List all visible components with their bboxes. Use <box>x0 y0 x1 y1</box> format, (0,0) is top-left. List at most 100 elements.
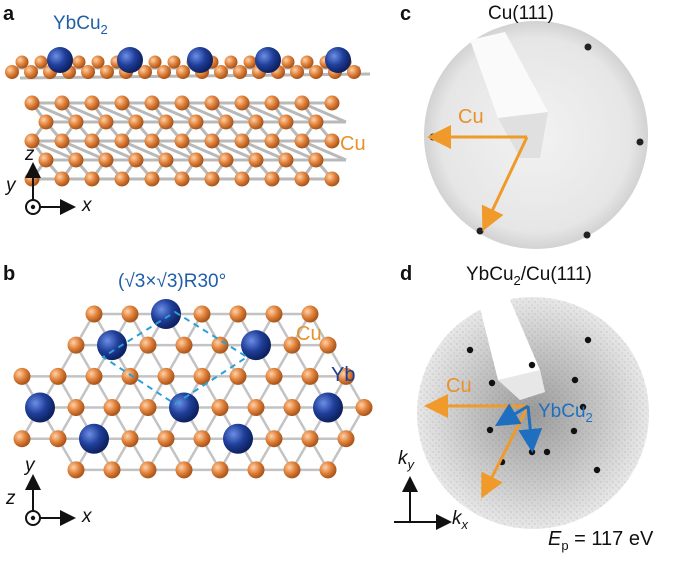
cu-atom <box>55 96 70 111</box>
title-d-main: YbCu <box>466 264 514 285</box>
cu-atom <box>205 134 220 149</box>
diffraction-spot <box>477 228 484 235</box>
cu-atom <box>266 368 283 385</box>
cu-atom <box>39 153 54 168</box>
cu-atom <box>68 399 85 416</box>
yb-atom <box>223 424 253 454</box>
cu-atom <box>235 134 250 149</box>
yb-atom <box>117 47 143 73</box>
k-x-sub: x <box>462 517 469 532</box>
cu-label-b: Cu <box>296 323 322 346</box>
cu-atom <box>104 461 121 478</box>
cu-atom <box>145 96 160 111</box>
cu-atom <box>309 115 324 130</box>
cu-atom <box>129 153 144 168</box>
cu-atom <box>325 172 340 187</box>
cu-atom <box>325 96 340 111</box>
cu-atom <box>212 399 229 416</box>
cu-atom <box>266 306 283 323</box>
cu-atom <box>279 153 294 168</box>
cu-atom <box>68 337 85 354</box>
cu-atom <box>205 96 220 111</box>
film-arrow-sub: 2 <box>586 410 593 425</box>
diffraction-spot <box>467 347 473 353</box>
cu-atom <box>104 399 121 416</box>
cu-atom <box>175 96 190 111</box>
cu-atom <box>194 368 211 385</box>
yb-atom <box>25 393 55 423</box>
cu-atom <box>265 134 280 149</box>
cu-atom <box>85 134 100 149</box>
cu-atom <box>302 430 319 447</box>
cu-atom <box>157 65 171 79</box>
cu-atom <box>140 337 157 354</box>
film-arrow-text: YbCu <box>538 401 586 422</box>
cu-atom <box>225 56 238 69</box>
cu-atom <box>92 56 105 69</box>
cu-atom <box>282 56 295 69</box>
cu-atom <box>168 56 181 69</box>
k-x-text: k <box>452 508 462 529</box>
k-y-sub: y <box>408 457 415 472</box>
axis-z-a: z <box>25 144 35 166</box>
cu-atom <box>14 430 31 447</box>
cu-atom <box>55 134 70 149</box>
cu-atom <box>189 153 204 168</box>
cu-atom <box>81 65 95 79</box>
cu-atom <box>149 56 162 69</box>
title-d-rest: /Cu(111) <box>521 264 592 285</box>
cu-atom <box>301 56 314 69</box>
film-label-a: YbCu2 <box>53 13 108 37</box>
diffraction-spot <box>571 428 577 434</box>
cu-atom <box>233 65 247 79</box>
axis-x-b: x <box>82 506 92 528</box>
cu-atom <box>219 115 234 130</box>
cu-atom <box>265 172 280 187</box>
cu-atom <box>230 368 247 385</box>
cu-atom <box>86 306 103 323</box>
cu-atom <box>175 172 190 187</box>
cu-atom <box>50 430 67 447</box>
film-label-sub: 2 <box>101 22 108 37</box>
yb-atom <box>313 393 343 423</box>
title-d-sub: 2 <box>514 273 521 288</box>
leed-pattern-c <box>424 21 648 249</box>
cu-atom <box>347 65 361 79</box>
cu-atom <box>194 430 211 447</box>
yb-atom <box>255 47 281 73</box>
k-y-text: k <box>398 448 408 469</box>
cu-atom <box>73 56 86 69</box>
cu-atom <box>122 430 139 447</box>
cu-atom <box>24 65 38 79</box>
diffraction-spot <box>585 44 592 51</box>
axis-x-a: x <box>82 195 92 217</box>
cu-atom <box>140 399 157 416</box>
cu-atom <box>356 399 373 416</box>
cu-atom <box>69 153 84 168</box>
cu-atom <box>85 96 100 111</box>
axis-y-b: y <box>25 455 35 477</box>
cu-atom <box>99 153 114 168</box>
cu-atom <box>295 172 310 187</box>
cu-atom <box>176 461 193 478</box>
cu-atom <box>50 368 67 385</box>
cu-atom <box>115 172 130 187</box>
film-label-text: YbCu <box>53 13 101 34</box>
cu-atom <box>176 65 190 79</box>
diffraction-spot <box>544 449 550 455</box>
cu-atom <box>115 134 130 149</box>
panel-label-c: c <box>400 3 411 26</box>
cu-atom <box>14 368 31 385</box>
panel-a-structure <box>5 47 370 187</box>
cu-atom <box>235 172 250 187</box>
cu-arrow-label-c: Cu <box>458 106 484 129</box>
cu-atom <box>266 430 283 447</box>
cu-atom <box>325 134 340 149</box>
diffraction-spot <box>572 377 578 383</box>
cu-atom <box>140 461 157 478</box>
diffraction-spot <box>487 427 493 433</box>
cu-atom <box>284 399 301 416</box>
cu-atom <box>189 115 204 130</box>
energy-e: E <box>548 528 561 550</box>
cu-atom <box>205 172 220 187</box>
